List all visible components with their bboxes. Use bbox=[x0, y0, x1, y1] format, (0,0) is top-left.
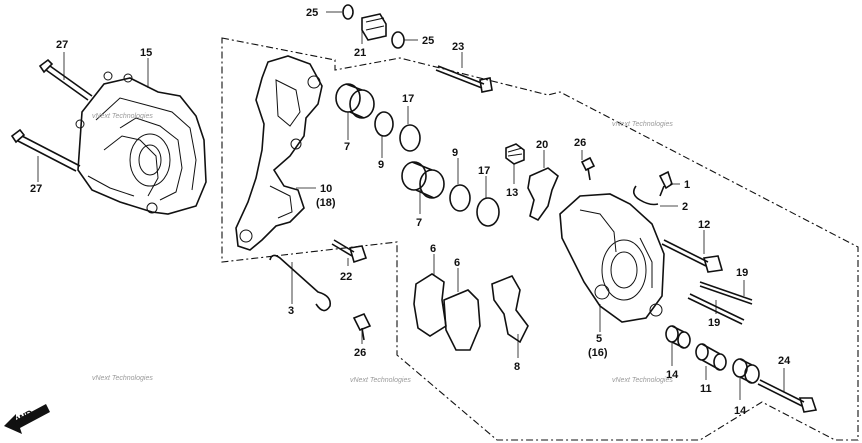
callout-12: 12 bbox=[698, 219, 710, 231]
callout-16: (16) bbox=[588, 347, 608, 359]
bushing-part-14-right bbox=[732, 358, 760, 384]
retainer-clip-part-3 bbox=[269, 254, 332, 312]
callout-27-lower: 27 bbox=[30, 183, 42, 195]
bolt-part-23 bbox=[435, 65, 493, 93]
callout-13: 13 bbox=[506, 187, 518, 199]
callout-3: 3 bbox=[288, 305, 294, 317]
cap-part-2 bbox=[632, 185, 659, 206]
callout-26-upper: 26 bbox=[574, 137, 586, 149]
watermark-top-right: vNext Technologies bbox=[612, 121, 673, 128]
bolt-part-24 bbox=[757, 379, 818, 413]
callout-17-lower: 17 bbox=[478, 165, 490, 177]
callout-26-lower: 26 bbox=[354, 347, 366, 359]
callout-19-lower: 19 bbox=[708, 317, 720, 329]
sleeve-part-7-lower bbox=[401, 161, 445, 199]
callout-27-upper: 27 bbox=[56, 39, 68, 51]
brake-pad-part-6-right bbox=[443, 289, 481, 351]
callout-21: 21 bbox=[354, 47, 366, 59]
callout-2: 2 bbox=[682, 201, 688, 213]
caliper-body-part-15 bbox=[75, 71, 207, 215]
callout-25-upper: 25 bbox=[306, 7, 318, 19]
callout-14-left: 14 bbox=[666, 369, 679, 381]
boot-part-13 bbox=[505, 143, 525, 165]
caliper-body-part-5 bbox=[559, 193, 665, 323]
callout-19-upper: 19 bbox=[736, 267, 748, 279]
callout-18: (18) bbox=[316, 197, 336, 209]
callout-7-upper: 7 bbox=[344, 141, 350, 153]
callout-23: 23 bbox=[452, 41, 464, 53]
bolt-part-22 bbox=[331, 239, 368, 264]
seal-part-25-lower bbox=[391, 31, 405, 49]
watermark-bottom-center: vNext Technologies bbox=[350, 377, 411, 384]
watermark-bottom-left: vNext Technologies bbox=[92, 375, 153, 382]
watermark-top-left: vNext Technologies bbox=[92, 113, 153, 120]
callout-24: 24 bbox=[778, 355, 791, 367]
callout-22: 22 bbox=[340, 271, 352, 283]
assembly-boundary-line bbox=[221, 37, 859, 441]
callout-5: 5 bbox=[596, 333, 602, 345]
callout-9-upper: 9 bbox=[378, 159, 384, 171]
seal-part-25-upper bbox=[342, 4, 354, 20]
forward-direction-indicator: FWD bbox=[4, 404, 50, 434]
callout-25-lower: 25 bbox=[422, 35, 434, 47]
callout-6-left: 6 bbox=[430, 243, 436, 255]
caliper-bracket-part-10 bbox=[235, 55, 323, 251]
seal-ring-part-9-lower bbox=[449, 184, 471, 212]
bushing-part-21 bbox=[361, 13, 387, 41]
forward-arrow-icon bbox=[4, 404, 50, 434]
callout-17-upper: 17 bbox=[402, 93, 414, 105]
pin-part-12 bbox=[661, 239, 724, 273]
sleeve-part-11 bbox=[695, 343, 727, 371]
bolt-part-26-upper bbox=[580, 156, 596, 181]
callout-9-lower: 9 bbox=[452, 147, 458, 159]
watermark-bottom-right: vNext Technologies bbox=[612, 377, 673, 384]
sleeve-part-7-upper bbox=[335, 83, 375, 119]
callout-14-right: 14 bbox=[734, 405, 747, 417]
callout-11: 11 bbox=[700, 383, 712, 395]
seal-ring-part-17-upper bbox=[399, 124, 421, 152]
callout-1: 1 bbox=[684, 179, 690, 191]
callout-10: 10 bbox=[320, 183, 332, 195]
pad-spring-part-8 bbox=[491, 274, 529, 344]
brake-pad-part-6-left bbox=[413, 273, 447, 337]
pin-part-19-upper bbox=[699, 281, 753, 305]
pin-part-19-lower bbox=[687, 293, 745, 325]
callout-labels: 25 21 25 23 27 15 27 7 9 17 10 (18) 7 9 … bbox=[30, 7, 791, 417]
spring-plate-part-20 bbox=[527, 167, 559, 222]
leader-lines bbox=[37, 11, 785, 400]
callout-7-lower: 7 bbox=[416, 217, 422, 229]
bolt-part-27-upper bbox=[38, 58, 93, 101]
bushing-part-14-left bbox=[665, 325, 691, 349]
callout-8: 8 bbox=[514, 361, 520, 373]
callout-6-right: 6 bbox=[454, 257, 460, 269]
callout-15: 15 bbox=[140, 47, 152, 59]
callout-20: 20 bbox=[536, 139, 548, 151]
seal-ring-part-17-lower bbox=[476, 197, 500, 227]
bolt-part-27-lower bbox=[10, 128, 81, 172]
seal-ring-part-9-upper bbox=[374, 111, 394, 137]
